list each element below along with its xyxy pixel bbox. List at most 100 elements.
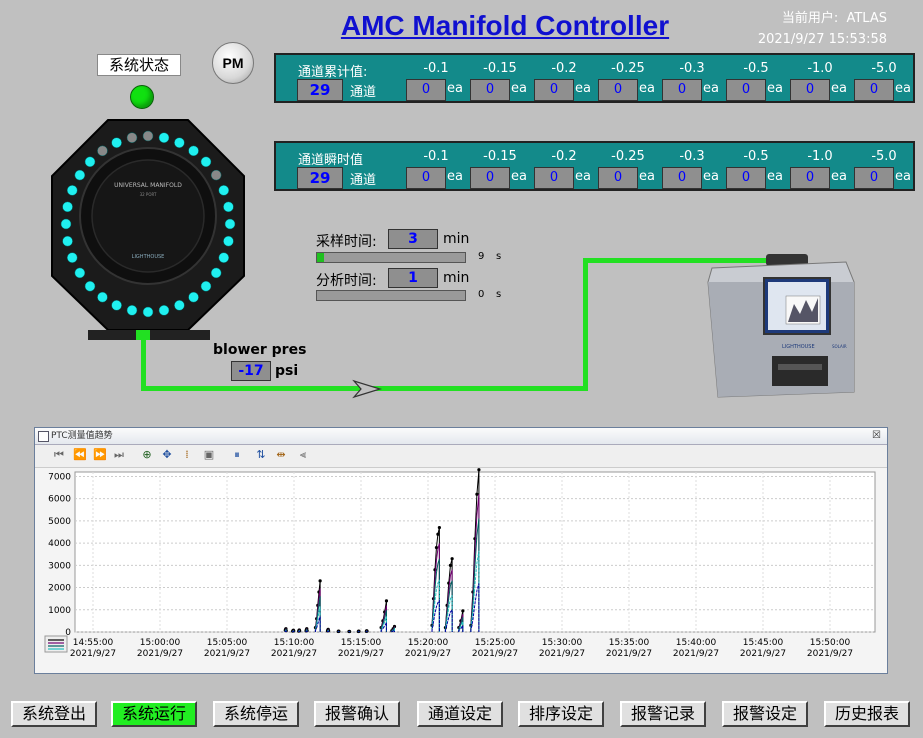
manifold-port-led [142,306,154,318]
trend-chart[interactable]: 0100020003000400050006000700014:55:00202… [35,468,885,673]
cumulative-channel-value: 29 [297,79,343,101]
data-point [477,468,481,472]
x-tick-time: 15:45:00 [743,638,784,648]
series-line [284,630,287,632]
x-tick-date: 2021/9/27 [204,649,250,659]
analysis-progress-bar [316,290,466,301]
settings-icon[interactable]: ⫷ [299,448,307,461]
nav-button[interactable]: 报警设定 [722,701,808,727]
cursor-icon[interactable]: ⁞ [185,448,189,461]
reset-icon[interactable]: ▣ [203,448,215,461]
analysis-progress-unit: s [496,289,502,300]
size-header: -1.0 [807,61,833,76]
count-value: 0 [790,79,830,101]
manifold-port-led [200,280,212,292]
pipe-segment [141,332,146,390]
nav-button[interactable]: 排序设定 [518,701,604,727]
size-column: -1.0 0 ea [788,149,852,189]
x-tick-date: 2021/9/27 [539,649,585,659]
manifold-port-led [218,252,230,263]
size-column: -0.15 0 ea [468,61,532,101]
x-tick-date: 2021/9/27 [472,649,518,659]
manifold-port-led [158,305,170,316]
size-column: -0.2 0 ea [532,149,596,189]
x-tick-date: 2021/9/27 [807,649,853,659]
count-value: 0 [726,167,766,189]
count-unit: ea [639,81,655,96]
nav-button[interactable]: 历史报表 [824,701,910,727]
user-name: ATLAS [846,11,887,26]
manifold-port-led [158,132,170,143]
pan-icon[interactable]: ✥ [162,448,172,461]
nav-button[interactable]: 系统停运 [213,701,299,727]
series-line [458,624,464,632]
pause-icon[interactable]: ⏸ [234,448,240,461]
x-tick-time: 15:15:00 [341,638,382,648]
count-value: 0 [598,79,638,101]
x-tick-time: 15:20:00 [408,638,449,648]
size-column: -0.3 0 ea [660,61,724,101]
data-point [475,492,479,496]
count-value: 0 [598,167,638,189]
data-point [318,579,322,583]
instant-label: 通道瞬时值 [298,153,364,168]
cumulative-channel-label: 通道 [350,85,377,100]
count-unit: ea [575,81,591,96]
series-line [305,630,308,632]
count-unit: ea [831,169,847,184]
nav-button[interactable]: 系统运行 [111,701,197,727]
analysis-time-input[interactable]: 1 [388,268,438,288]
cumulative-panel: 通道累计值: 29 通道 -0.1 0 ea-0.15 0 ea-0.2 0 e… [274,53,915,103]
x-tick-time: 15:35:00 [609,638,650,648]
last-page-icon[interactable]: ⏭ [114,448,124,461]
zoom-icon[interactable]: ⊕ [142,448,152,461]
count-unit: ea [511,81,527,96]
series-line [327,630,330,633]
size-column: -0.25 0 ea [596,149,660,189]
nav-button[interactable]: 报警记录 [620,701,706,727]
x-tick-time: 14:55:00 [73,638,114,648]
pipe-segment [583,258,801,263]
manifold-brand-text: UNIVERSAL MANIFOLD [114,182,182,189]
count-value: 0 [406,167,446,189]
prev-page-icon[interactable]: ⏪ [73,448,87,461]
chart-close-icon[interactable]: ☒ [872,430,881,441]
count-unit: ea [703,81,719,96]
first-page-icon[interactable]: ⏮ [54,448,64,461]
count-value: 0 [726,79,766,101]
manifold-port-led [200,156,212,168]
sampling-progress-bar [316,252,466,263]
cumulative-label: 通道累计值: [298,65,368,80]
nav-button[interactable]: 报警确认 [314,701,400,727]
export-icon[interactable]: ⇅ [256,448,266,461]
count-unit: ea [447,169,463,184]
user-info: 当前用户: ATLAS 2021/9/27 15:53:58 [758,8,887,50]
manifold-port-led [188,291,199,303]
blower-unit: psi [275,363,299,379]
size-header: -0.3 [679,61,705,76]
data-point [461,609,465,613]
x-tick-date: 2021/9/27 [137,649,183,659]
count-value: 0 [470,79,510,101]
nav-button[interactable]: 系统登出 [11,701,97,727]
series-line [431,558,440,632]
sampling-time-input[interactable]: 3 [388,229,438,249]
fit-icon[interactable]: ⇹ [276,448,286,461]
manifold-device-image: UNIVERSAL MANIFOLD 32 PORT LIGHTHOUSE [51,119,245,340]
nav-button[interactable]: 通道设定 [417,701,503,727]
user-label: 当前用户: [781,11,839,26]
manifold-port-led [188,145,199,157]
size-header: -0.15 [483,149,517,164]
size-column: -0.1 0 ea [404,61,468,101]
page-title: AMC Manifold Controller [340,10,670,41]
x-tick-time: 15:05:00 [207,638,248,648]
series-line [470,550,480,632]
system-status-label: 系统状态 [97,54,181,76]
pm-button[interactable]: PM [212,42,254,84]
next-page-icon[interactable]: ⏩ [93,448,107,461]
size-column: -0.1 0 ea [404,149,468,189]
sampling-time-unit: min [443,231,470,247]
size-column: -5.0 0 ea [852,61,916,101]
chart-toolbar: ⏮ ⏪ ⏩ ⏭ ⊕ ✥ ⁞ ▣ ⏸ ⇅ ⇹ ⫷ [35,445,887,468]
size-header: -0.1 [423,149,449,164]
